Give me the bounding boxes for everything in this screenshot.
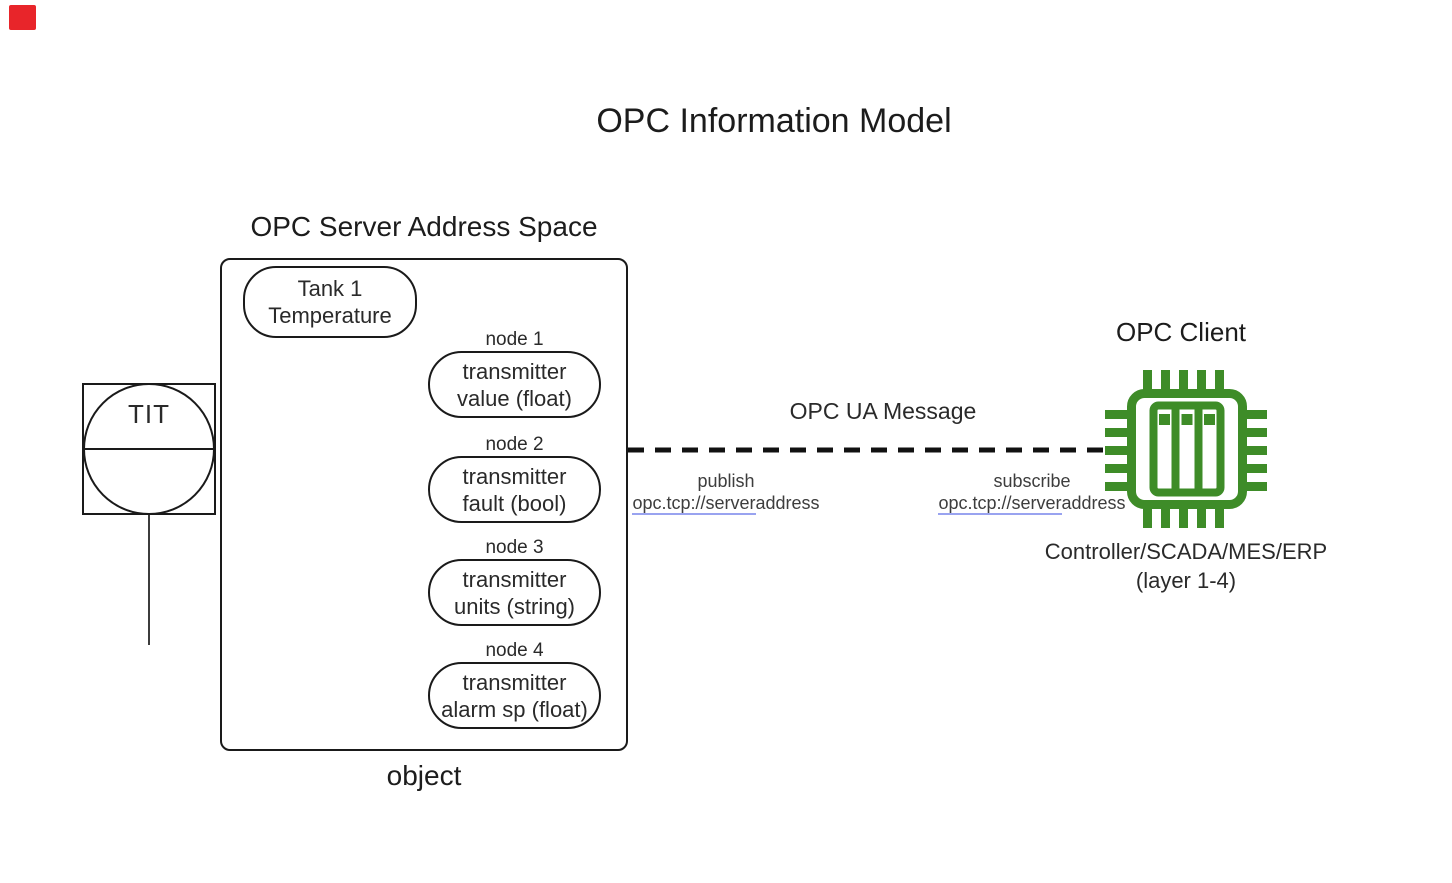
- subscribe-url: opc.tcp://serveraddress: [932, 492, 1132, 515]
- publish-action: publish: [697, 471, 755, 491]
- node-4-line2: alarm sp (float): [441, 696, 588, 722]
- node-3-oval: transmitter units (string): [428, 559, 601, 626]
- microchip-icon: [1105, 370, 1267, 528]
- subscribe-endpoint: subscribe opc.tcp://serveraddress: [932, 470, 1132, 515]
- page-title: OPC Information Model: [596, 102, 952, 140]
- root-node-line1: Tank 1: [297, 276, 363, 301]
- node-3-label: node 3: [485, 537, 544, 558]
- node-1-label: node 1: [485, 329, 544, 350]
- node-1-line2: value (float): [457, 385, 572, 411]
- node-2-line1: transmitter: [462, 463, 567, 489]
- node-4-line1: transmitter: [462, 669, 567, 695]
- opc-ua-message-label: OPC UA Message: [789, 398, 977, 424]
- node-2-oval: transmitter fault (bool): [428, 456, 601, 523]
- client-caption: Controller/SCADA/MES/ERP (layer 1-4): [1026, 537, 1346, 595]
- node-1-oval: transmitter value (float): [428, 351, 601, 418]
- server-heading: OPC Server Address Space: [250, 211, 598, 242]
- node-2-line2: fault (bool): [462, 490, 567, 516]
- publish-url: opc.tcp://serveraddress: [626, 492, 826, 515]
- client-heading: OPC Client: [1115, 317, 1247, 347]
- subscribe-url-link[interactable]: opc.tcp://server: [938, 493, 1062, 515]
- root-node-line2: Temperature: [268, 303, 392, 328]
- instrument-tag: TIT: [128, 399, 170, 429]
- node-2-label: node 2: [485, 434, 544, 455]
- object-label: object: [386, 760, 462, 791]
- publish-url-link[interactable]: opc.tcp://server: [632, 493, 756, 515]
- node-4-label: node 4: [485, 640, 544, 661]
- client-caption-line1: Controller/SCADA/MES/ERP: [1044, 539, 1328, 564]
- tit-instrument-symbol: [82, 383, 216, 645]
- subscribe-action: subscribe: [993, 471, 1071, 491]
- client-caption-line2: (layer 1-4): [1135, 568, 1237, 593]
- node-3-line2: units (string): [453, 593, 576, 619]
- publish-endpoint: publish opc.tcp://serveraddress: [626, 470, 826, 515]
- node-1-line1: transmitter: [462, 358, 567, 384]
- publish-url-rest: address: [755, 493, 820, 513]
- record-indicator: [9, 5, 36, 30]
- subscribe-url-rest: address: [1061, 493, 1126, 513]
- root-node-oval: Tank 1 Temperature: [243, 266, 417, 338]
- node-4-oval: transmitter alarm sp (float): [428, 662, 601, 729]
- node-3-line1: transmitter: [462, 566, 567, 592]
